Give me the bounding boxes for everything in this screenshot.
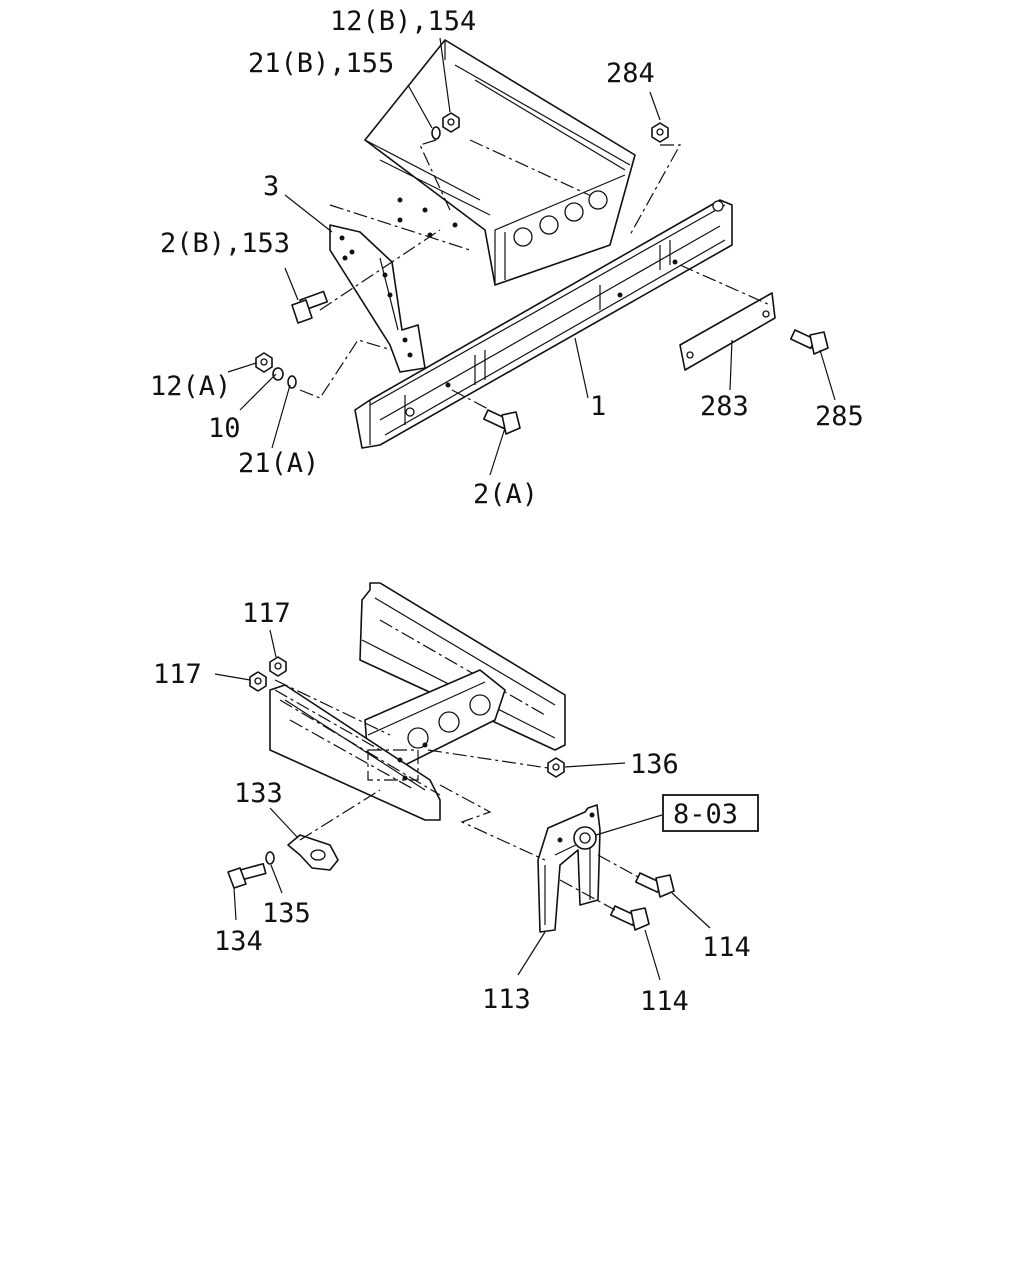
label-135: 135 bbox=[262, 898, 311, 929]
label-133: 133 bbox=[234, 778, 283, 809]
label-283: 283 bbox=[700, 391, 749, 422]
bracket-113 bbox=[537, 804, 601, 933]
upper-labels: 12(B),154 21(B),155 284 3 2(B),153 12(A)… bbox=[150, 6, 864, 510]
label-117-top: 117 bbox=[242, 598, 291, 629]
upper-fasteners bbox=[255, 112, 829, 435]
reference-box[interactable] bbox=[662, 794, 759, 832]
plate-283 bbox=[679, 292, 776, 371]
lower-assembly: 117 117 136 133 135 134 113 114 114 8-03 bbox=[153, 582, 759, 1017]
label-114-lower: 114 bbox=[640, 986, 689, 1017]
label-285: 285 bbox=[815, 401, 864, 432]
lower-labels: 117 117 136 133 135 134 113 114 114 8-03 bbox=[153, 598, 759, 1017]
label-12b-154: 12(B),154 bbox=[330, 6, 476, 37]
frame-rail bbox=[329, 39, 636, 286]
lower-main-rail bbox=[269, 684, 441, 821]
lower-fasteners bbox=[227, 656, 675, 931]
label-21a: 21(A) bbox=[238, 448, 319, 479]
label-134: 134 bbox=[214, 926, 263, 957]
upper-assembly: 12(B),154 21(B),155 284 3 2(B),153 12(A)… bbox=[150, 6, 864, 510]
label-136: 136 bbox=[630, 749, 679, 780]
label-10: 10 bbox=[208, 413, 241, 444]
label-2b-153: 2(B),153 bbox=[160, 228, 290, 259]
label-114-upper: 114 bbox=[702, 932, 751, 963]
label-113: 113 bbox=[482, 984, 531, 1015]
cross-member-1 bbox=[354, 199, 733, 449]
label-117-left: 117 bbox=[153, 659, 202, 690]
upper-alignment-lines bbox=[299, 139, 771, 411]
label-2a: 2(A) bbox=[473, 479, 538, 510]
upper-leader-lines bbox=[227, 37, 836, 476]
lower-alignment-lines bbox=[274, 679, 641, 911]
bracket-3 bbox=[329, 224, 426, 373]
label-12a: 12(A) bbox=[150, 371, 231, 402]
lower-leader-lines bbox=[214, 629, 711, 981]
label-1: 1 bbox=[590, 391, 606, 422]
label-3: 3 bbox=[263, 171, 279, 202]
label-284: 284 bbox=[606, 58, 655, 89]
reference-box-label: 8-03 bbox=[673, 799, 738, 830]
label-21b-155: 21(B),155 bbox=[248, 48, 394, 79]
